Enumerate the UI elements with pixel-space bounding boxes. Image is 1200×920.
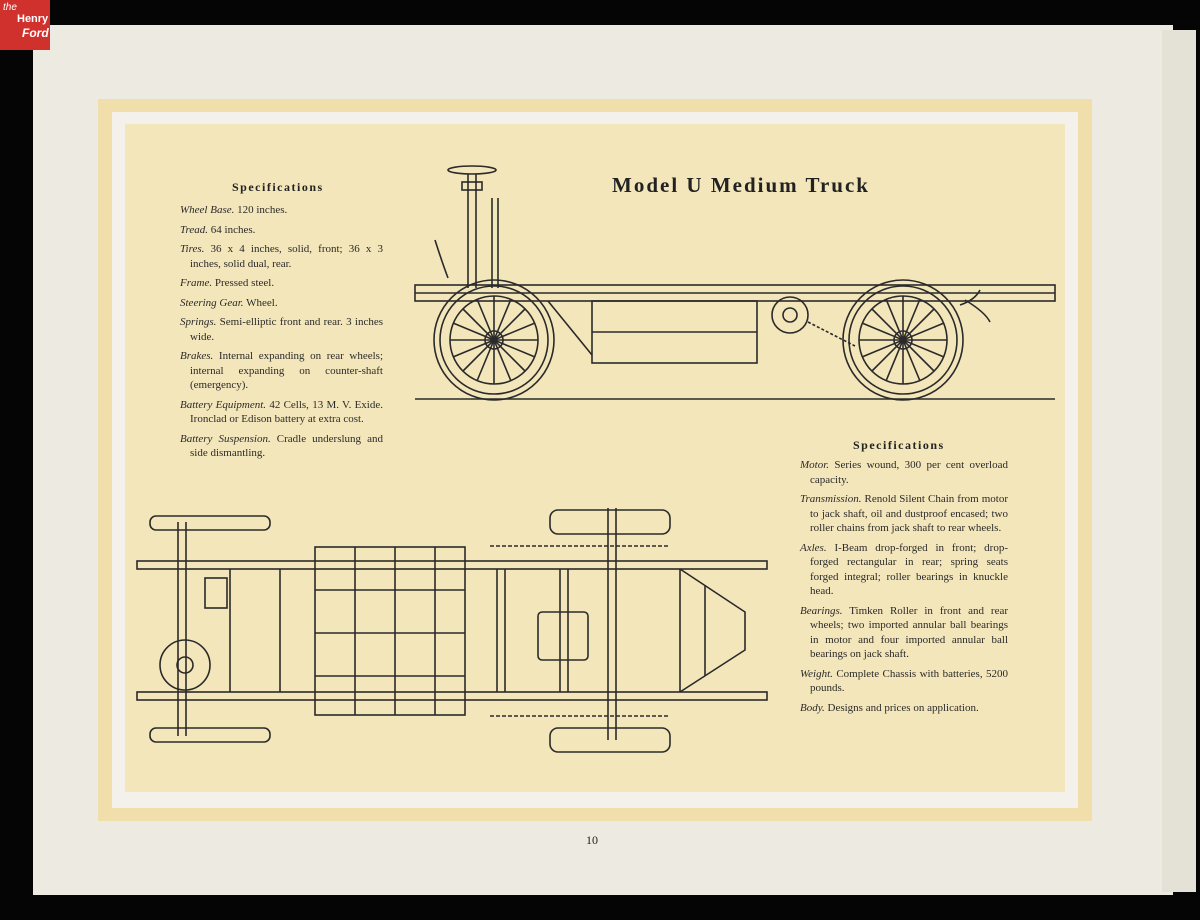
spec-label: Battery Equipment. [180, 398, 267, 411]
spec-item: Axles. I-Beam drop-forged in front; drop… [800, 541, 1008, 599]
spec-text: Designs and prices on application. [827, 701, 979, 714]
page-title: Model U Medium Truck [612, 173, 870, 197]
spec-label: Weight. [800, 667, 833, 680]
spec-text: 36 x 4 inches, solid, front; 36 x 3 inch… [190, 243, 384, 270]
spec-item: Steering Gear. Wheel. [180, 296, 383, 311]
spec-text: 120 inches. [237, 204, 288, 216]
spec-item: Motor. Series wound, 300 per cent overlo… [800, 458, 1008, 487]
spec-item: Transmission. Renold Silent Chain from m… [800, 492, 1008, 536]
illustration-panel [125, 124, 1065, 792]
spec-item: Springs. Semi-elliptic front and rear. 3… [180, 315, 383, 344]
spec-label: Motor. [800, 459, 830, 471]
spec-text: 64 inches. [210, 223, 256, 236]
spec-label: Battery Suspension. [180, 432, 271, 445]
spec-text: Series wound, 300 per cent overload capa… [810, 459, 1008, 486]
spec-text: Internal expanding on rear wheels; inter… [190, 350, 384, 391]
spec-text: Semi-elliptic front and rear. 3 inches w… [190, 316, 384, 343]
spec-text: I-Beam drop-forged in front; drop-forged… [810, 541, 1009, 598]
spec-label: Body. [800, 701, 825, 714]
page-edge [1162, 30, 1196, 892]
right-specs-list: Motor. Series wound, 300 per cent overlo… [800, 458, 1008, 720]
spec-text: 42 Cells, 13 M. V. Exide. Ironclad or Ed… [190, 398, 383, 426]
spec-label: Transmission. [800, 493, 862, 505]
spec-item: Battery Equipment. 42 Cells, 13 M. V. Ex… [180, 398, 383, 427]
logo-text-ford: Ford [22, 26, 49, 40]
right-specs-heading: Specifications [853, 438, 945, 452]
spec-label: Tires. [180, 243, 205, 255]
spec-item: Tires. 36 x 4 inches, solid, front; 36 x… [180, 242, 383, 271]
spec-text: Complete Chassis with batteries, 5200 po… [810, 667, 1009, 695]
left-specs-list: Wheel Base. 120 inches. Tread. 64 inches.… [180, 203, 383, 466]
spec-label: Tread. [180, 223, 209, 236]
spec-item: Frame. Pressed steel. [180, 276, 383, 291]
spec-text: Timken Roller in front and rear wheels; … [810, 604, 1008, 661]
spec-item: Body. Designs and prices on application. [800, 701, 1008, 716]
spec-label: Frame. [180, 277, 213, 289]
spec-item: Tread. 64 inches. [180, 223, 383, 238]
spec-text: Wheel. [246, 296, 278, 309]
logo-text-the: the [3, 2, 17, 13]
spec-label: Brakes. [180, 350, 214, 362]
spec-item: Bearings. Timken Roller in front and rea… [800, 604, 1008, 662]
spec-text: Cradle underslung and side dismantling. [190, 432, 383, 460]
spec-label: Steering Gear. [180, 296, 244, 309]
spec-item: Battery Suspension. Cradle underslung an… [180, 432, 383, 461]
spec-item: Weight. Complete Chassis with batteries,… [800, 667, 1008, 696]
spec-item: Wheel Base. 120 inches. [180, 203, 383, 218]
left-specs-heading: Specifications [232, 180, 324, 194]
spec-label: Axles. [800, 541, 827, 554]
henry-ford-logo: the Henry Ford [0, 0, 50, 50]
spec-text: Pressed steel. [214, 277, 275, 289]
spec-text: Renold Silent Chain from motor to jack s… [810, 493, 1008, 534]
spec-label: Bearings. [800, 604, 843, 617]
spec-label: Wheel Base. [180, 204, 235, 216]
page-number: 10 [586, 833, 598, 847]
logo-text-henry: Henry [17, 13, 49, 25]
spec-item: Brakes. Internal expanding on rear wheel… [180, 349, 383, 393]
spec-label: Springs. [180, 316, 217, 328]
